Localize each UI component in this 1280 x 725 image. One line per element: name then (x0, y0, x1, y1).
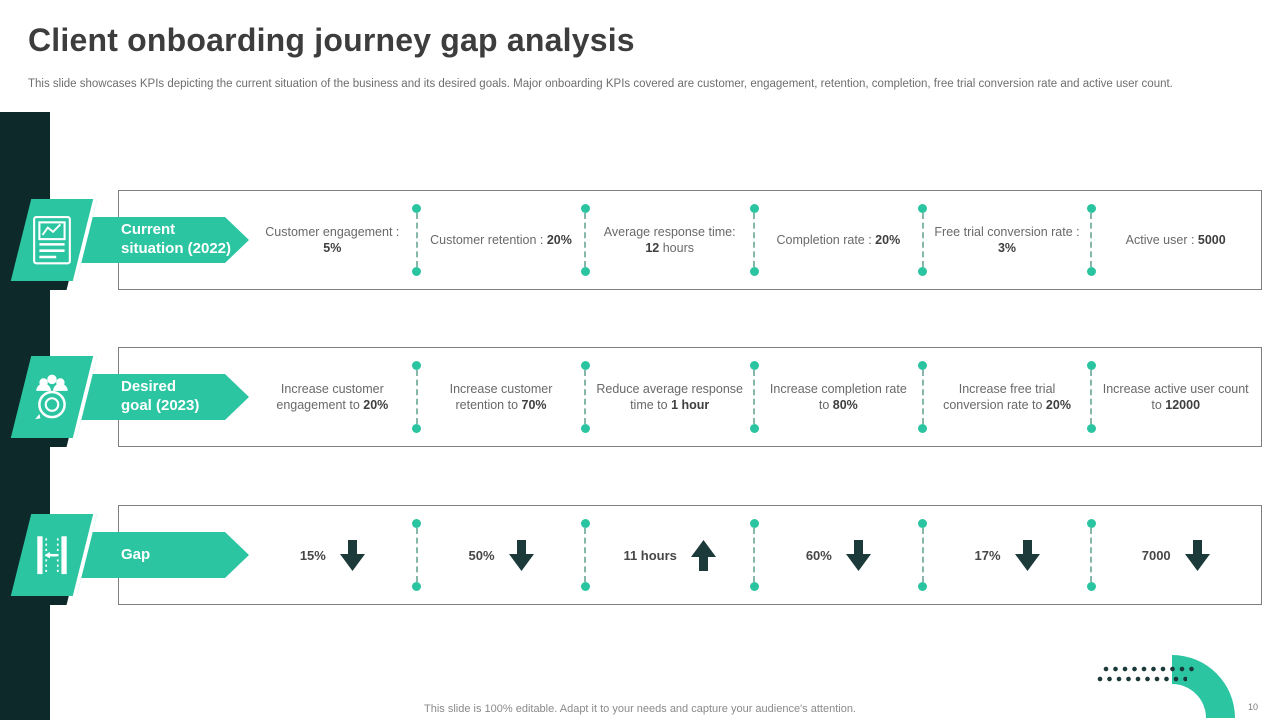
kpi-text: Customer retention : 20% (430, 232, 572, 248)
quarter-ring-decoration (1109, 655, 1235, 720)
kpi-cell: Increase active user count to 12000 (1092, 381, 1259, 414)
kpi-text: Reduce average response time to 1 hour (596, 381, 743, 414)
down-arrow-icon (846, 540, 871, 571)
kpi-cell: 15% (249, 540, 416, 571)
gap-measure-icon (31, 530, 73, 580)
dots-decoration (1103, 666, 1197, 672)
down-arrow-icon (1015, 540, 1040, 571)
down-arrow-icon (509, 540, 534, 571)
kpi-cell: 11 hours (586, 540, 753, 571)
down-arrow-icon (340, 540, 365, 571)
down-arrow-icon (1185, 540, 1210, 571)
kpi-text: Average response time: 12 hours (596, 224, 743, 257)
kpi-cell: Customer retention : 20% (418, 232, 585, 248)
cell-divider (922, 370, 924, 424)
gap-value: 7000 (1142, 548, 1171, 563)
gap-row: Gap 15% 50% 11 hours 60% 17% 7000 (118, 505, 1262, 605)
kpi-cell: Completion rate : 20% (755, 232, 922, 248)
row-banner: Current situation (2022) (79, 217, 249, 263)
report-chart-icon (31, 215, 73, 265)
kpi-cell: Free trial conversion rate : 3% (924, 224, 1091, 257)
row-label-line1: Desired (121, 378, 249, 397)
kpi-text: Active user : 5000 (1126, 232, 1226, 248)
page-number: 10 (1248, 702, 1258, 712)
cell-divider (416, 370, 418, 424)
row-label-line2: goal (2023) (121, 397, 249, 416)
kpi-cell: Customer engagement : 5% (249, 224, 416, 257)
kpi-cells: 15% 50% 11 hours 60% 17% 7000 (249, 506, 1259, 604)
kpi-cell: Increase customer engagement to 20% (249, 381, 416, 414)
gap-value: 11 hours (623, 548, 676, 563)
cell-divider (1090, 370, 1092, 424)
gap-value: 60% (806, 548, 832, 563)
kpi-cell: Active user : 5000 (1092, 232, 1259, 248)
gap-value: 15% (300, 548, 326, 563)
current-situation-row: Current situation (2022) Customer engage… (118, 190, 1262, 290)
kpi-text: Increase free trial conversion rate to 2… (934, 381, 1081, 414)
row-banner: Gap (79, 532, 249, 578)
dots-decoration (1097, 676, 1187, 682)
kpi-cell: Increase completion rate to 80% (755, 381, 922, 414)
row-label-line2: situation (2022) (121, 240, 249, 259)
row-label-line1: Gap (121, 546, 249, 565)
kpi-text: Increase customer retention to 70% (428, 381, 575, 414)
kpi-text: Free trial conversion rate : 3% (934, 224, 1081, 257)
kpi-cells: Increase customer engagement to 20% Incre… (249, 348, 1259, 446)
kpi-text: Increase completion rate to 80% (765, 381, 912, 414)
cell-divider (1090, 528, 1092, 582)
cell-divider (584, 528, 586, 582)
gap-value: 17% (975, 548, 1001, 563)
cell-divider (416, 528, 418, 582)
kpi-cell: 60% (755, 540, 922, 571)
up-arrow-icon (691, 540, 716, 571)
kpi-cell: Average response time: 12 hours (586, 224, 753, 257)
kpi-cell: 17% (924, 540, 1091, 571)
team-goal-icon (31, 372, 73, 422)
cell-divider (1090, 213, 1092, 267)
page-title: Client onboarding journey gap analysis (28, 22, 635, 59)
kpi-cells: Customer engagement : 5% Customer retenti… (249, 191, 1259, 289)
cell-divider (416, 213, 418, 267)
kpi-cell: Reduce average response time to 1 hour (586, 381, 753, 414)
kpi-cell: Increase free trial conversion rate to 2… (924, 381, 1091, 414)
gap-value: 50% (468, 548, 494, 563)
kpi-cell: Increase customer retention to 70% (418, 381, 585, 414)
cell-divider (922, 213, 924, 267)
cell-divider (922, 528, 924, 582)
row-label-line1: Current (121, 221, 249, 240)
kpi-cell: 7000 (1092, 540, 1259, 571)
cell-divider (584, 213, 586, 267)
slide-subtitle: This slide showcases KPIs depicting the … (28, 78, 1238, 90)
kpi-cell: 50% (418, 540, 585, 571)
kpi-text: Increase customer engagement to 20% (259, 381, 406, 414)
cell-divider (584, 370, 586, 424)
row-banner: Desired goal (2023) (79, 374, 249, 420)
cell-divider (753, 528, 755, 582)
desired-goal-row: Desired goal (2023) Increase customer en… (118, 347, 1262, 447)
cell-divider (753, 370, 755, 424)
kpi-text: Completion rate : 20% (777, 232, 901, 248)
footer-note: This slide is 100% editable. Adapt it to… (0, 703, 1280, 715)
cell-divider (753, 213, 755, 267)
kpi-text: Customer engagement : 5% (259, 224, 406, 257)
kpi-text: Increase active user count to 12000 (1102, 381, 1249, 414)
